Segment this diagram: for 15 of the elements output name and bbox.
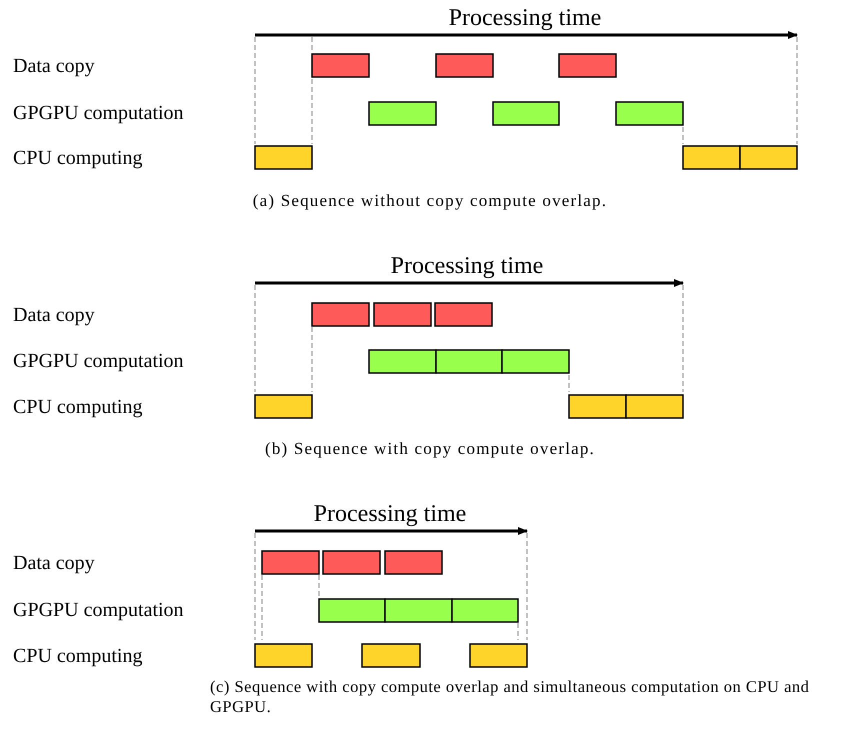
- row-label: CPU computing: [13, 146, 142, 170]
- axis-title: Processing time: [314, 500, 466, 528]
- row-label: Data copy: [13, 552, 95, 574]
- row-label: CPU computing: [13, 396, 142, 418]
- row-label: CPU computing: [13, 644, 142, 668]
- figure-caption: (a) Sequence without copy compute overlap.: [252, 191, 608, 211]
- row-label: Data copy: [13, 304, 95, 326]
- figure-caption: (b) Sequence with copy compute overlap.: [264, 439, 596, 459]
- row-label: GPGPU computation: [13, 598, 184, 622]
- axis-title: Processing time: [390, 252, 544, 280]
- row-label: Data copy: [13, 54, 95, 78]
- figure-caption: (c) Sequence with copy compute overlap and simultaneous computation on CPU and GPGPU.: [210, 677, 810, 717]
- row-label: GPGPU computation: [13, 350, 184, 372]
- row-label: GPGPU computation: [13, 102, 184, 124]
- axis-title: Processing time: [448, 4, 602, 32]
